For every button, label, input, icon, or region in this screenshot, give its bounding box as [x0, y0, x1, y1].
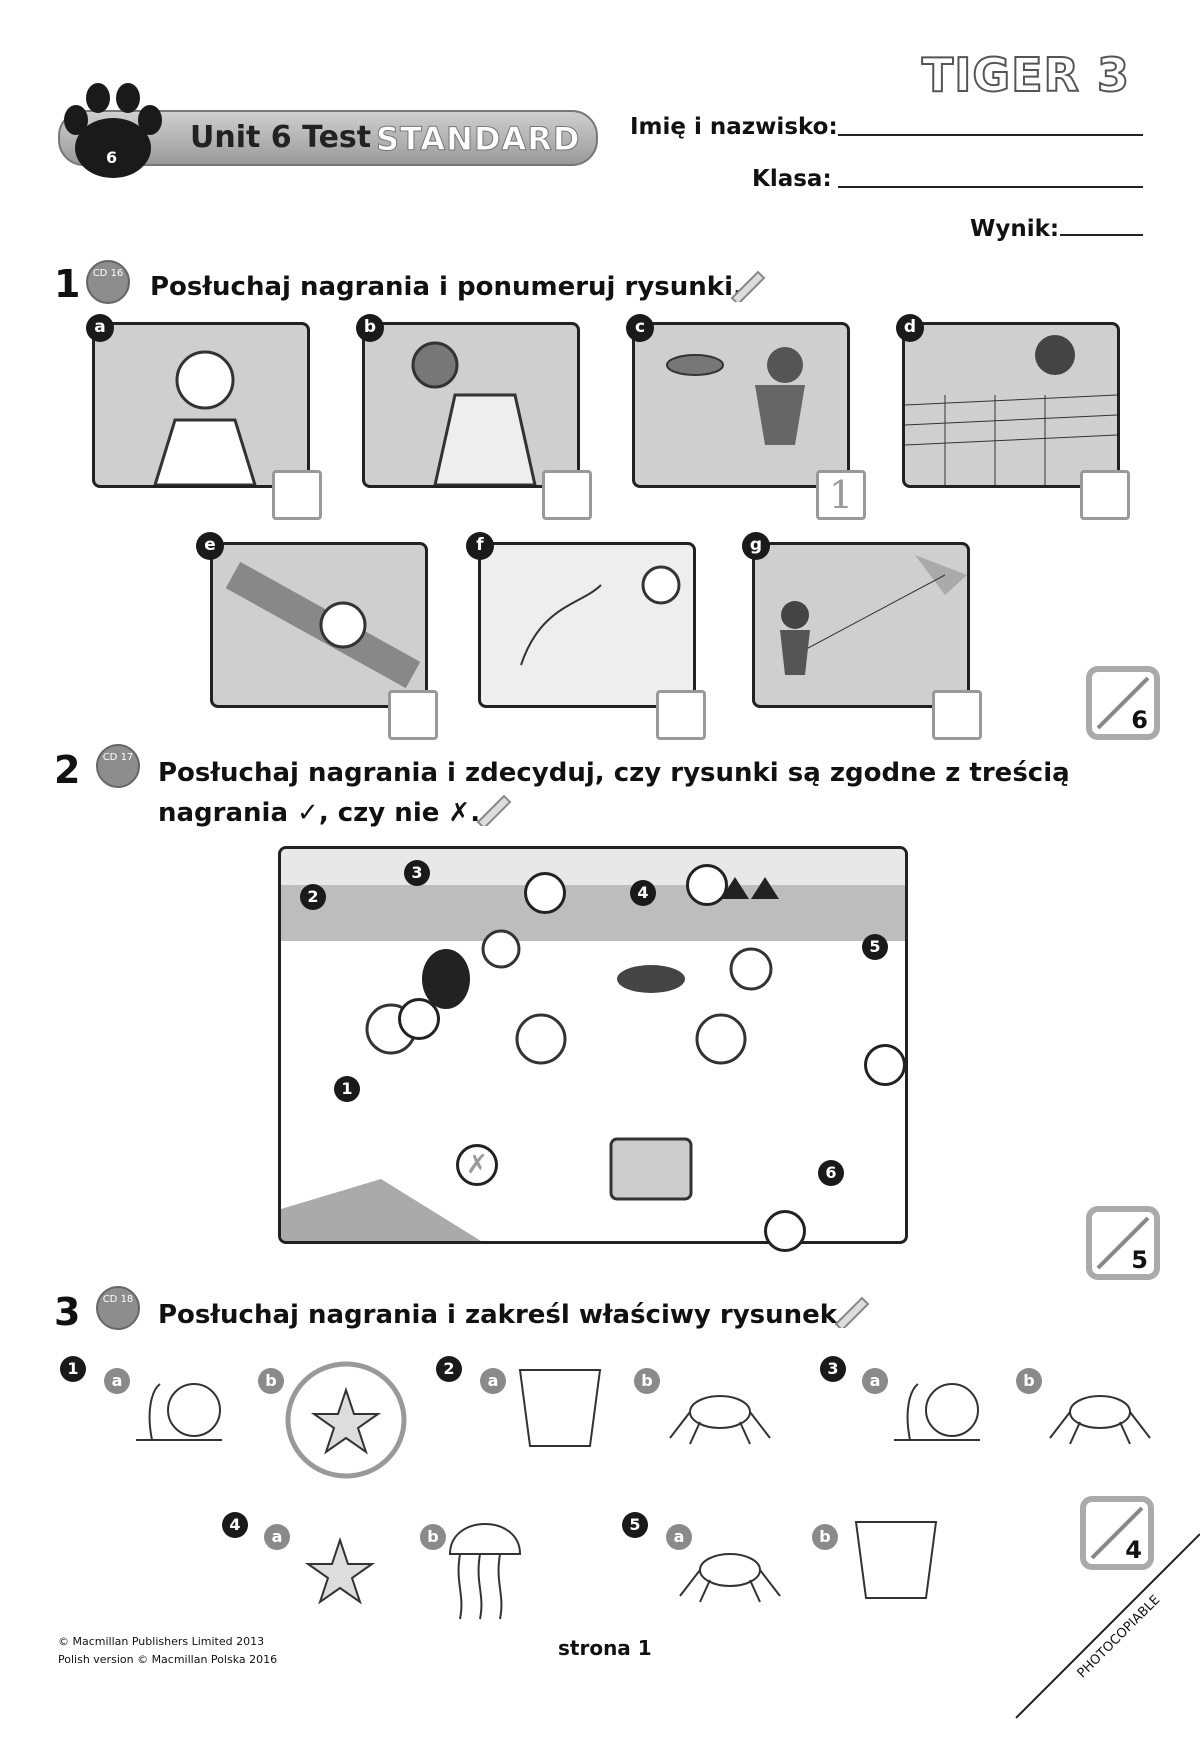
picture-letter: b: [356, 314, 384, 342]
item-number: 2: [436, 1356, 462, 1382]
option-a[interactable]: a: [264, 1524, 290, 1550]
picture-letter: e: [196, 532, 224, 560]
picture-letter: a: [86, 314, 114, 342]
score-box-3[interactable]: 4: [1080, 1496, 1154, 1570]
answer-circle-5[interactable]: [864, 1044, 906, 1086]
picture-g: [752, 542, 970, 708]
class-label: Klasa:: [752, 166, 832, 192]
picture-c: [632, 322, 850, 488]
answer-circle-6[interactable]: [764, 1210, 806, 1252]
option-a[interactable]: a: [480, 1368, 506, 1394]
pencil-icon: [730, 270, 766, 302]
answer-circle-1[interactable]: ✗: [456, 1144, 498, 1186]
scene-label-4: 4: [630, 880, 656, 906]
snail-icon: [136, 1383, 222, 1441]
answer-circle-4[interactable]: [686, 864, 728, 906]
score-max: 6: [1131, 706, 1148, 734]
score-max: 5: [1131, 1246, 1148, 1274]
scene-label-5: 5: [862, 934, 888, 960]
option-a[interactable]: a: [862, 1368, 888, 1394]
pencil-icon: [834, 1296, 870, 1328]
exercise-3-instruction: Posłuchaj nagrania i zakreśl właściwy ry…: [158, 1300, 847, 1330]
page-number: strona 1: [558, 1636, 652, 1660]
scene-label-3: 3: [404, 860, 430, 886]
copyright-2: Polish version © Macmillan Polska 2016: [58, 1653, 278, 1666]
option-a[interactable]: a: [666, 1524, 692, 1550]
class-field[interactable]: [838, 186, 1143, 188]
exercise-2-instruction: Posłuchaj nagrania i zdecyduj, czy rysun…: [158, 758, 1070, 788]
beach-scene: [278, 846, 908, 1244]
crab-icon: [1049, 1395, 1151, 1445]
answer-box[interactable]: [388, 690, 438, 740]
level-label: STANDARD: [375, 120, 581, 159]
option-b[interactable]: b: [420, 1524, 446, 1550]
exercise-1-number: 1: [54, 262, 81, 306]
paw-icon: [64, 83, 162, 178]
answer-box[interactable]: [1080, 470, 1130, 520]
option-a[interactable]: a: [104, 1368, 130, 1394]
answer-circle-2[interactable]: [398, 998, 440, 1040]
score-box-1[interactable]: 6: [1086, 666, 1160, 740]
crab-icon: [679, 1553, 781, 1603]
copyright-1: © Macmillan Publishers Limited 2013: [58, 1635, 265, 1648]
exercise-2-instruction-2: nagrania ✓, czy nie ✗.: [158, 798, 481, 828]
picture-letter: c: [626, 314, 654, 342]
starfish-icon: [304, 1536, 376, 1605]
crab-icon: [669, 1395, 771, 1445]
picture-letter: d: [896, 314, 924, 342]
exercise-2-number: 2: [54, 748, 81, 792]
picture-d: [902, 322, 1120, 488]
bucket-icon: [518, 1369, 602, 1447]
picture-f: [478, 542, 696, 708]
cd-icon: CD 17: [96, 744, 140, 788]
item-number: 3: [820, 1356, 846, 1382]
picture-letter: f: [466, 532, 494, 560]
picture-e: [210, 542, 428, 708]
option-b[interactable]: b: [1016, 1368, 1042, 1394]
cd-icon: CD 18: [96, 1286, 140, 1330]
score-box-2[interactable]: 5: [1086, 1206, 1160, 1280]
score-max: 4: [1125, 1536, 1142, 1564]
answer-box[interactable]: [272, 470, 322, 520]
starfish-icon: [285, 1361, 407, 1479]
scene-label-2: 2: [300, 884, 326, 910]
option-b[interactable]: b: [634, 1368, 660, 1394]
item-number: 1: [60, 1356, 86, 1382]
bucket-icon: [854, 1521, 938, 1599]
answer-box[interactable]: 1: [816, 470, 866, 520]
answer-box[interactable]: [932, 690, 982, 740]
picture-a: [92, 322, 310, 488]
option-b[interactable]: b: [812, 1524, 838, 1550]
answer-circle-3[interactable]: [524, 872, 566, 914]
score-label: Wynik:: [970, 216, 1060, 242]
item-number: 5: [622, 1512, 648, 1538]
cd-icon: CD 16: [86, 260, 130, 304]
name-field[interactable]: [838, 134, 1143, 136]
pencil-icon: [476, 794, 512, 826]
scene-label-1: 1: [334, 1076, 360, 1102]
picture-letter: g: [742, 532, 770, 560]
answer-box[interactable]: [542, 470, 592, 520]
answer-box[interactable]: [656, 690, 706, 740]
paw-number: 6: [106, 148, 118, 167]
score-field[interactable]: [1060, 234, 1143, 236]
name-label: Imię i nazwisko:: [630, 114, 838, 140]
snail-icon: [894, 1383, 980, 1441]
jellyfish-icon: [448, 1523, 522, 1620]
unit-title: Unit 6 Test: [190, 120, 372, 155]
scene-label-6: 6: [818, 1160, 844, 1186]
tiger-logo: TIGER 3: [921, 47, 1130, 103]
exercise-1-instruction: Posłuchaj nagrania i ponumeruj rysunki.: [150, 272, 743, 302]
exercise-3-number: 3: [54, 1290, 81, 1334]
picture-b: [362, 322, 580, 488]
option-b[interactable]: b: [258, 1368, 284, 1394]
item-number: 4: [222, 1512, 248, 1538]
